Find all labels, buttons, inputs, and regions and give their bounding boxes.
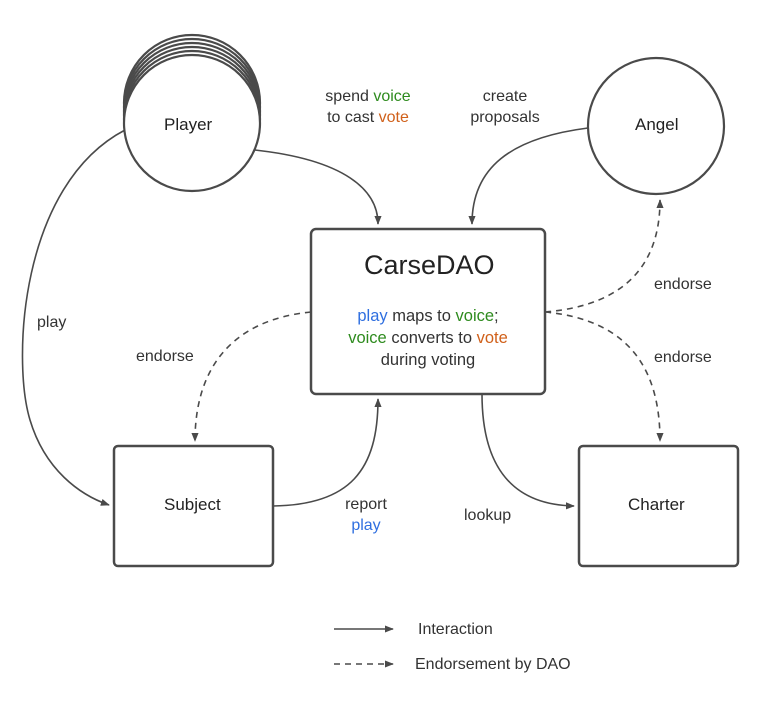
spend-voice: voice	[373, 88, 411, 105]
dao-desc-semicolon: ;	[494, 307, 499, 325]
dao-desc-converts: converts to	[386, 329, 477, 347]
edge-label-endorse-subject: endorse	[136, 348, 194, 365]
cast-text: to cast	[327, 109, 379, 126]
report-play: play	[351, 517, 381, 534]
edge-label-play: play	[37, 314, 67, 331]
legend-endorsement-label: Endorsement by DAO	[415, 656, 571, 673]
edge-dao-endorse-subject	[191, 311, 312, 442]
create-line1: create	[482, 88, 528, 105]
player-node[interactable]	[122, 33, 262, 193]
edge-angel-to-dao	[468, 127, 589, 225]
dao-desc-voice: voice	[455, 307, 495, 325]
cast-vote: vote	[378, 109, 409, 126]
edge-dao-endorse-charter	[544, 311, 664, 442]
edge-player-to-subject	[21, 129, 126, 506]
dao-desc-maps: maps to	[387, 307, 456, 325]
dao-desc-line3: during voting	[380, 351, 476, 369]
edge-label-endorse-angel: endorse	[654, 276, 712, 293]
legend-interaction-label: Interaction	[418, 621, 493, 638]
subject-label: Subject	[164, 495, 221, 514]
edge-label-endorse-charter: endorse	[654, 349, 712, 366]
edge-subject-to-dao	[272, 398, 382, 507]
dao-desc-play: play	[357, 307, 388, 325]
charter-label: Charter	[628, 495, 685, 514]
dao-title: CarseDAO	[364, 250, 495, 280]
edge-dao-endorse-angel	[544, 199, 664, 313]
dao-description: play maps to voice; voice converts to vo…	[311, 305, 545, 371]
edge-label-spend: spend voice to cast vote	[308, 86, 428, 128]
dao-desc-voice2: voice	[348, 329, 387, 347]
edge-dao-to-charter	[481, 393, 575, 510]
dao-desc-vote: vote	[476, 329, 508, 347]
charter-node[interactable]	[577, 444, 740, 568]
edge-label-report: report play	[336, 494, 396, 536]
edge-label-create: create proposals	[455, 86, 555, 128]
report-line1: report	[345, 496, 387, 513]
player-label: Player	[164, 115, 213, 134]
dao-desc-line1: play maps to voice;	[311, 305, 545, 327]
edge-label-lookup: lookup	[464, 507, 512, 524]
create-line2: proposals	[470, 109, 540, 126]
angel-node[interactable]	[586, 56, 726, 196]
edge-player-to-dao	[254, 149, 382, 225]
dao-desc-line2: voice converts to vote	[311, 327, 545, 349]
spend-text: spend	[325, 88, 374, 105]
angel-label: Angel	[635, 115, 679, 134]
